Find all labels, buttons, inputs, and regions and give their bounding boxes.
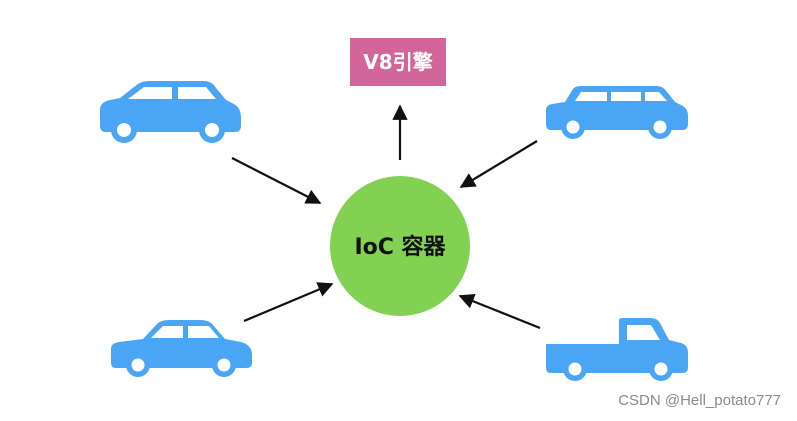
arrow-sedan-to-container (243, 282, 334, 323)
hatchback-car-icon (100, 81, 241, 143)
v8-engine-label: V8引擎 (363, 50, 432, 74)
csdn-watermark: CSDN @Hell_potato777 (618, 392, 781, 409)
arrow-hatchback-to-container (231, 157, 322, 204)
station-wagon-icon (546, 86, 688, 139)
v8-engine-node: V8引擎 (350, 38, 446, 86)
pickup-truck-icon (546, 318, 688, 381)
arrow-pickup-to-container (458, 293, 541, 330)
arrow-wagon-to-container (459, 140, 538, 188)
ioc-container-label: IoC 容器 (354, 234, 446, 260)
ioc-container-node: IoC 容器 (330, 176, 470, 316)
v8-engine-box (350, 38, 446, 86)
sedan-car-icon (111, 320, 252, 377)
ioc-container-circle (330, 176, 470, 316)
